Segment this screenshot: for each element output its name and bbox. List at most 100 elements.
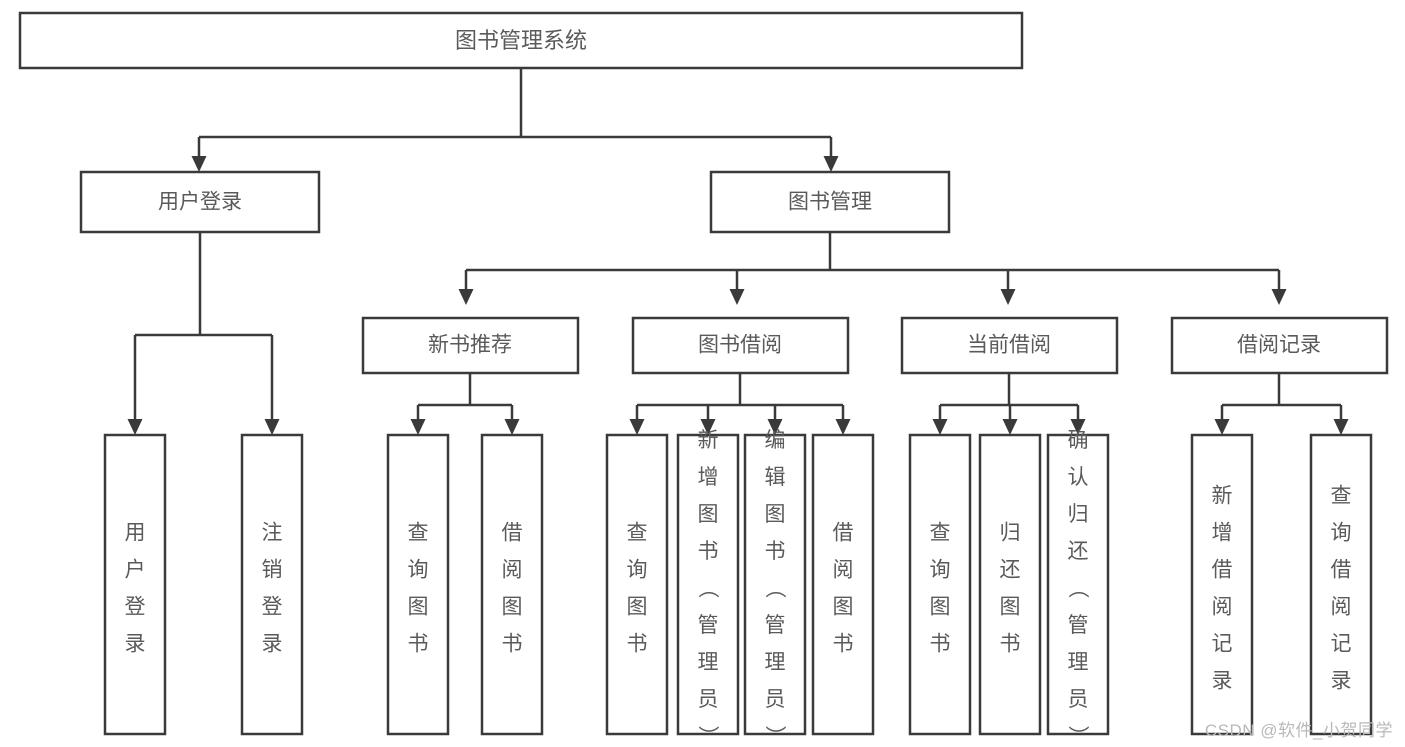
leaf-label-char: 确 bbox=[1068, 429, 1089, 452]
leaf-node-add-borrow-record[interactable] bbox=[1190, 433, 1254, 736]
leaf-node-edit-book[interactable] bbox=[743, 433, 807, 736]
leaf-label-char: 归 bbox=[1068, 503, 1089, 526]
leaf-label-char: 图 bbox=[930, 595, 951, 618]
node-user-login[interactable]: 用户登录 bbox=[79, 170, 321, 234]
leaf-label-char: （ bbox=[696, 577, 719, 598]
leaf-label-char: 登 bbox=[125, 595, 146, 618]
user-login-box[interactable] bbox=[79, 170, 321, 234]
leaf-label-char: 书 bbox=[698, 540, 719, 563]
leaf-box[interactable] bbox=[240, 433, 304, 736]
leaf-label-char: 书 bbox=[627, 632, 648, 655]
leaf-node-return-book[interactable] bbox=[978, 433, 1042, 736]
leaf-label-char: 图 bbox=[765, 503, 786, 526]
leaf-label-char: ） bbox=[763, 725, 786, 746]
leaf-node-borrow-book-1[interactable] bbox=[480, 433, 544, 736]
leaf-label-char: 员 bbox=[698, 688, 719, 711]
leaf-node-borrow-book-2[interactable] bbox=[811, 433, 875, 736]
leaf-label-char: 图 bbox=[408, 595, 429, 618]
arrowhead-to-user-login bbox=[191, 156, 207, 172]
node-borrow-record[interactable]: 借阅记录 bbox=[1170, 316, 1389, 375]
leaf-box[interactable] bbox=[1046, 433, 1110, 736]
arrowhead-leaf-9 bbox=[932, 419, 948, 435]
leaf-label-char: 员 bbox=[1068, 688, 1089, 711]
node-root-system[interactable]: 图书管理系统 bbox=[18, 11, 1024, 70]
node-book-management[interactable]: 图书管理 bbox=[709, 170, 951, 234]
new-book-recommend-box[interactable] bbox=[361, 316, 580, 375]
leaf-label-char: 增 bbox=[1212, 521, 1233, 544]
leaf-label-char: 借 bbox=[833, 521, 854, 544]
leaf-node-query-book-2[interactable] bbox=[605, 433, 669, 736]
leaf-box[interactable] bbox=[743, 433, 807, 736]
leaf-node-query-book-1[interactable] bbox=[386, 433, 450, 736]
leaf-label-char: 编 bbox=[765, 429, 786, 452]
leaf-box[interactable] bbox=[978, 433, 1042, 736]
leaf-label-char: 询 bbox=[627, 558, 648, 581]
arrowhead-to-current-borrow bbox=[1000, 289, 1016, 305]
connector-book-management-to-level3 bbox=[458, 232, 1287, 305]
leaf-label-char: ） bbox=[1066, 725, 1089, 746]
leaf-label-char: 图 bbox=[833, 595, 854, 618]
leaf-box[interactable] bbox=[811, 433, 875, 736]
leaf-label-char: 辑 bbox=[765, 466, 786, 489]
leaf-node-query-borrow-record[interactable] bbox=[1309, 433, 1373, 736]
leaf-label-char: 认 bbox=[1068, 466, 1089, 489]
leaf-label-char: 还 bbox=[1000, 558, 1021, 581]
leaf-label-layer: 用户登录注销登录查询图书借阅图书查询图书新增图书（管理员）编辑图书（管理员）借阅… bbox=[125, 429, 1352, 747]
leaf-label-char: （ bbox=[763, 577, 786, 598]
leaf-node-logout[interactable] bbox=[240, 433, 304, 736]
arrowhead-leaf-13 bbox=[1333, 419, 1349, 435]
leaf-box[interactable] bbox=[1190, 433, 1254, 736]
leaf-node-add-book[interactable] bbox=[676, 433, 740, 736]
leaf-label-char: 管 bbox=[765, 614, 786, 637]
leaf-label-char: 户 bbox=[125, 558, 146, 581]
arrowhead-leaf-1 bbox=[127, 419, 143, 435]
leaf-box[interactable] bbox=[908, 433, 972, 736]
leaf-label-char: 员 bbox=[765, 688, 786, 711]
arrowhead-to-book-borrow bbox=[729, 289, 745, 305]
leaf-box[interactable] bbox=[386, 433, 450, 736]
leaf-label-char: 理 bbox=[1068, 651, 1089, 674]
connector-user-login-to-leaves bbox=[127, 232, 280, 435]
leaf-label-char: 记 bbox=[1331, 632, 1352, 655]
current-borrow-box[interactable] bbox=[900, 316, 1119, 375]
leaf-label-char: 录 bbox=[1331, 669, 1352, 692]
node-current-borrow[interactable]: 当前借阅 bbox=[900, 316, 1119, 375]
leaf-box[interactable] bbox=[103, 433, 167, 736]
leaf-box[interactable] bbox=[676, 433, 740, 736]
leaf-label-char: 图 bbox=[502, 595, 523, 618]
leaf-node-confirm-return[interactable] bbox=[1046, 433, 1110, 736]
leaf-label-user-login: 用户登录 bbox=[125, 521, 146, 655]
node-book-borrow[interactable]: 图书借阅 bbox=[631, 316, 850, 375]
leaf-label-char: 管 bbox=[698, 614, 719, 637]
leaf-label-char: 用 bbox=[125, 521, 146, 544]
new-book-recommend-label: 新书推荐 bbox=[428, 334, 512, 357]
leaf-label-char: 查 bbox=[930, 521, 951, 544]
node-new-book-recommend[interactable]: 新书推荐 bbox=[361, 316, 580, 375]
arrowhead-leaf-2 bbox=[264, 419, 280, 435]
leaf-label-char: 询 bbox=[1331, 521, 1352, 544]
leaf-label-char: 阅 bbox=[502, 558, 523, 581]
arrowhead-leaf-3 bbox=[410, 419, 426, 435]
leaf-box[interactable] bbox=[480, 433, 544, 736]
root-box[interactable] bbox=[18, 11, 1024, 70]
leaf-label-char: 查 bbox=[1331, 484, 1352, 507]
leaf-label-char: 记 bbox=[1212, 632, 1233, 655]
leaf-label-char: 查 bbox=[408, 521, 429, 544]
leaf-node-query-book-3[interactable] bbox=[908, 433, 972, 736]
leaf-box[interactable] bbox=[1309, 433, 1373, 736]
arrowhead-to-book-manage bbox=[823, 156, 839, 172]
leaf-label-char: 新 bbox=[1212, 484, 1233, 507]
arrowhead-leaf-5 bbox=[629, 419, 645, 435]
leaf-box[interactable] bbox=[605, 433, 669, 736]
leaf-node-user-login[interactable] bbox=[103, 433, 167, 736]
leaf-label-char: 还 bbox=[1068, 540, 1089, 563]
